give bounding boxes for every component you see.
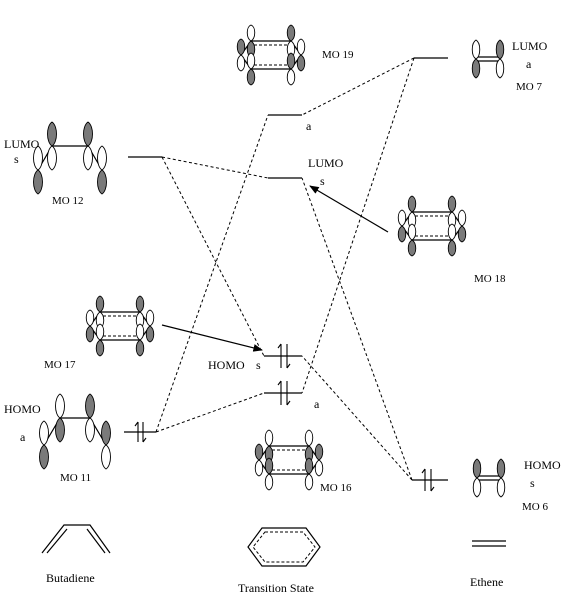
ts-mo16-orbital [254, 429, 324, 491]
ethene-homo-symmetry: s [530, 476, 535, 490]
ts-mo18-mo: MO 18 [474, 273, 506, 285]
butadiene-homo-symmetry: a [20, 430, 26, 444]
electron-pair-ethene-homo [421, 468, 435, 492]
transition-state-structure [247, 527, 321, 567]
column-label-ethene: Ethene [470, 575, 503, 589]
ethene-homo-orbital [472, 458, 506, 498]
ts-mo18-role: LUMO [308, 156, 344, 170]
electron-pair-ts-mo17 [277, 343, 291, 369]
ethene-lumo-orbital [471, 39, 505, 79]
arrow-mo17-to-level [161, 324, 263, 352]
electron-pairs [134, 343, 435, 492]
butadiene-structure [41, 524, 111, 554]
column-label-transition-state: Transition State [238, 581, 314, 595]
arrow-mo18-to-level [309, 185, 389, 233]
labels: LUMO s MO 12 HOMO a MO 11 MO 19 a LUMO s… [4, 39, 561, 595]
ethene-homo-mo: MO 6 [522, 501, 548, 513]
ethene-structure [472, 540, 506, 547]
ts-mo17-symmetry: s [256, 358, 261, 372]
electron-pair-ts-mo16 [277, 380, 291, 406]
butadiene-lumo-symmetry: s [14, 152, 19, 166]
ts-mo19-orbital [236, 24, 306, 86]
ts-mo17-mo: MO 17 [44, 359, 76, 371]
ts-mo17-orbital [85, 295, 155, 357]
ts-mo19-symmetry: a [306, 119, 312, 133]
ts-mo16-symmetry: a [314, 397, 320, 411]
butadiene-lumo-orbital [33, 121, 107, 195]
ts-mo16-mo: MO 16 [320, 482, 352, 494]
butadiene-lumo-mo: MO 12 [52, 195, 83, 207]
butadiene-homo-mo: MO 11 [60, 472, 91, 484]
ethene-lumo-mo: MO 7 [516, 81, 542, 93]
ts-mo17-role: HOMO [208, 358, 245, 372]
butadiene-homo-role: HOMO [4, 402, 41, 416]
energy-levels [124, 57, 448, 481]
ethene-lumo-symmetry: a [526, 57, 532, 71]
ethene-homo-role: HOMO [524, 458, 561, 472]
electron-pair-butadiene-homo [134, 421, 147, 443]
ethene-lumo-role: LUMO [512, 39, 548, 53]
ts-mo18-symmetry: s [320, 174, 325, 188]
ts-mo19-mo: MO 19 [322, 49, 354, 61]
ts-mo18-orbital [397, 195, 467, 257]
butadiene-homo-orbital [39, 393, 111, 470]
butadiene-lumo-role: LUMO [4, 137, 40, 151]
column-label-butadiene: Butadiene [46, 571, 95, 585]
correlation-lines [155, 57, 415, 481]
